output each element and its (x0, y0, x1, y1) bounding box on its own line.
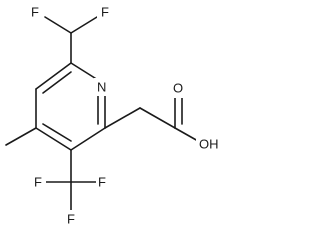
bond-c6-c5-double-inner (42, 71, 72, 94)
bond-c4-c3-double-inner (42, 123, 72, 142)
bond-layer (5, 16, 199, 211)
atom-f-chf2-right: F (101, 5, 109, 20)
bond-c2-ch2 (104, 107, 141, 129)
bond-n-c6 (70, 62, 99, 81)
chemical-structure-diagram: F F N O OH F F F (5, 3, 224, 228)
atom-f-chf2-left: F (31, 5, 39, 20)
bond-f-chf2-left (44, 16, 72, 34)
bond-c-oh (174, 127, 199, 142)
atom-label-layer: F F N O OH F F F (28, 3, 224, 228)
bond-f-chf2-right (70, 16, 98, 34)
atom-f-cf3-left: F (34, 175, 42, 190)
atom-f-cf3-right: F (98, 175, 106, 190)
bond-c4-c3-double-outer (35, 127, 72, 151)
atom-n-ring: N (97, 80, 106, 95)
atom-o-carbonyl: O (173, 81, 183, 96)
atom-f-cf3-bottom: F (67, 212, 75, 227)
bond-c4-methyl (5, 127, 37, 146)
bond-c3-c2 (70, 127, 106, 151)
bond-c6-c5-double-outer (35, 62, 72, 90)
atom-oh-acid: OH (199, 137, 219, 152)
bond-ch2-carboxyl (139, 107, 176, 129)
